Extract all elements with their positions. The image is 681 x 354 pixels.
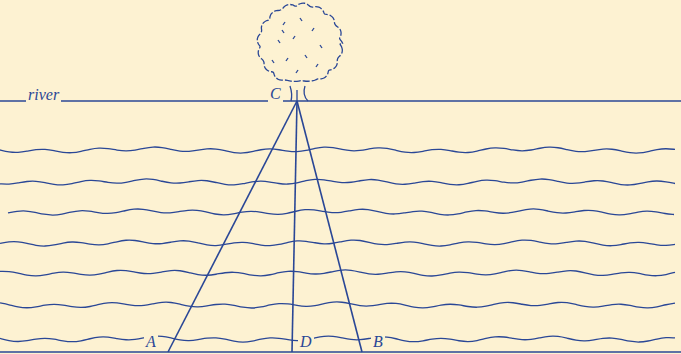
far-bank (0, 100, 681, 102)
river-wave (0, 336, 675, 342)
leaf-mark (282, 30, 284, 33)
point-label: A (144, 333, 158, 351)
leaf-mark (296, 70, 298, 73)
sight-line (292, 101, 297, 352)
sight-line (168, 101, 297, 352)
leaf-mark (305, 55, 307, 58)
point-label: D (298, 333, 314, 351)
leaf-mark (278, 40, 280, 43)
river-wave (0, 240, 675, 246)
point-label: C (268, 85, 283, 103)
point-label: B (371, 333, 385, 351)
near-bank (0, 351, 681, 353)
river-wave (8, 209, 674, 215)
leaf-mark (286, 58, 288, 61)
leaf-mark (272, 60, 274, 63)
river-wave (0, 270, 675, 276)
sight-line (297, 101, 362, 352)
leaf-mark (300, 18, 302, 21)
river-wave (0, 302, 675, 308)
leaf-mark (293, 36, 295, 39)
river-label: river (26, 86, 61, 104)
leaf-mark (312, 28, 314, 31)
leaf-mark (320, 45, 322, 48)
leaf-mark (283, 22, 285, 25)
river-wave (0, 147, 675, 153)
leaf-mark (316, 64, 318, 67)
tree-crown (257, 3, 342, 81)
river-wave (0, 179, 675, 185)
